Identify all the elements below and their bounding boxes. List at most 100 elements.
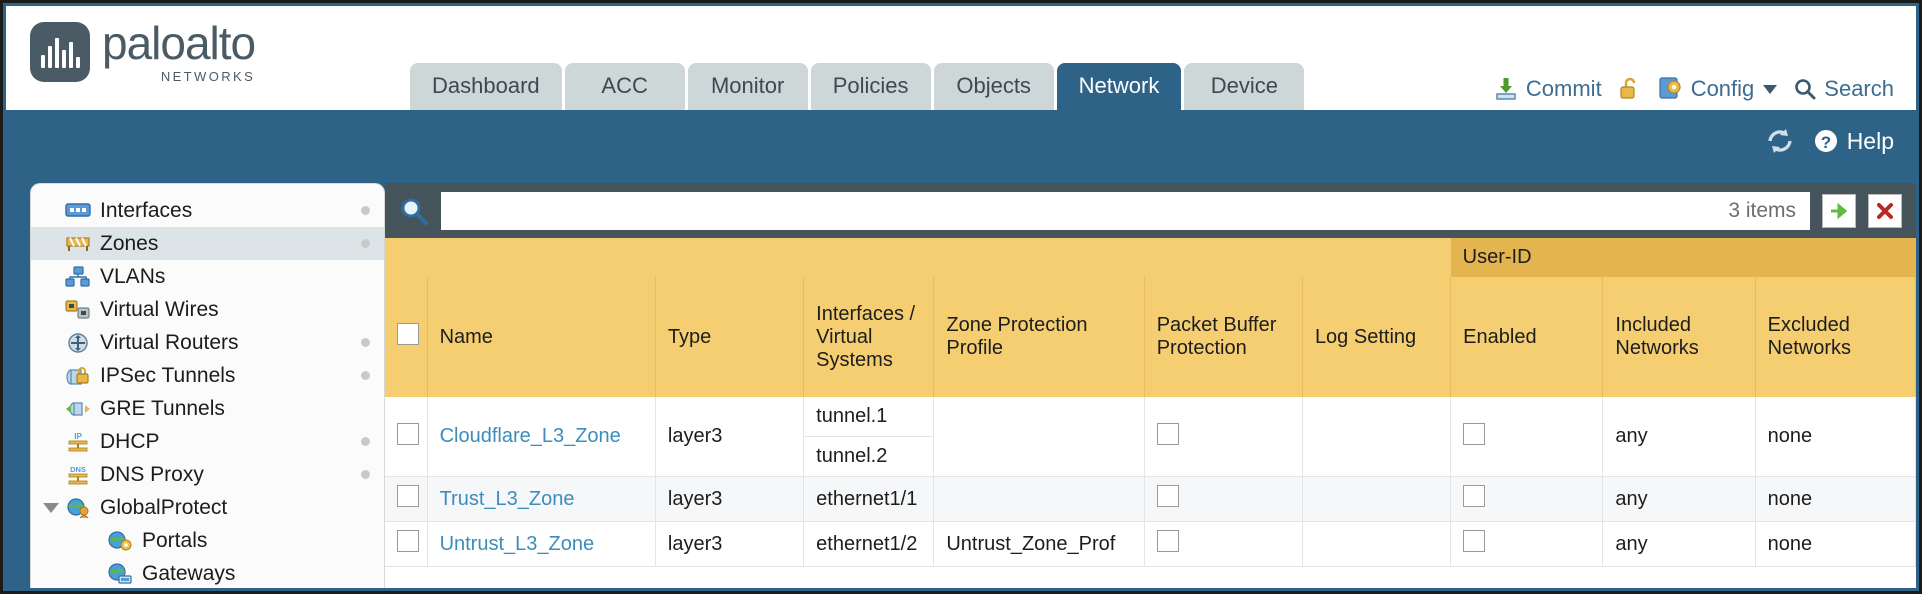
column-name[interactable]: Name	[427, 277, 656, 397]
packet-buffer-checkbox[interactable]	[1156, 422, 1179, 445]
enabled-checkbox[interactable]	[1463, 422, 1486, 445]
sidebar-item-portals[interactable]: Portals	[31, 524, 384, 557]
row-interfaces-cell: ethernet1/2	[803, 521, 935, 567]
status-dot	[361, 239, 370, 248]
portals-icon	[107, 530, 133, 552]
apply-filter-button[interactable]	[1822, 193, 1856, 228]
content-panel: 3 items U	[385, 183, 1917, 588]
row-enabled-cell	[1450, 476, 1604, 522]
row-zone-protection-cell: Untrust_Zone_Prof	[933, 521, 1145, 567]
table-header: User-ID Name Type Interfaces / Virtual S…	[385, 238, 1917, 397]
row-included-cell: any	[1602, 476, 1756, 522]
column-type[interactable]: Type	[655, 277, 805, 397]
tab-device[interactable]: Device	[1184, 63, 1305, 110]
status-dot	[361, 470, 370, 479]
row-checkbox[interactable]	[397, 422, 419, 445]
chevron-down-icon	[1763, 84, 1778, 94]
clear-filter-button[interactable]	[1868, 193, 1902, 228]
table-row[interactable]: Trust_L3_Zone layer3 ethernet1/1 any	[385, 476, 1917, 522]
help-button[interactable]: ? Help	[1812, 127, 1894, 155]
select-all-checkbox[interactable]	[397, 323, 419, 345]
column-packet-buffer[interactable]: Packet Buffer Protection	[1144, 277, 1303, 397]
sidebar-item-globalprotect[interactable]: GlobalProtect	[31, 491, 384, 524]
row-type-cell: layer3	[655, 397, 805, 477]
tab-acc[interactable]: ACC	[564, 63, 685, 110]
refresh-icon[interactable]	[1764, 126, 1796, 156]
sidebar-item-label: DNS Proxy	[100, 462, 204, 486]
interface-item: ethernet1/1	[816, 487, 918, 510]
brand-tagline: NETWORKS	[160, 69, 256, 84]
sidebar-item-ipsec-tunnels[interactable]: IPSec Tunnels	[31, 359, 384, 392]
tab-objects[interactable]: Objects	[933, 63, 1054, 110]
row-checkbox[interactable]	[397, 530, 419, 552]
zone-link[interactable]: Untrust_L3_Zone	[439, 532, 595, 555]
sidebar-item-label: Virtual Wires	[100, 297, 219, 321]
tab-dashboard[interactable]: Dashboard	[410, 63, 562, 110]
sidebar-item-label: VLANs	[100, 264, 166, 288]
packet-buffer-checkbox[interactable]	[1156, 530, 1179, 552]
status-dot	[361, 437, 370, 446]
group-header-spacer	[385, 238, 1451, 277]
row-name-cell: Cloudflare_L3_Zone	[427, 397, 656, 477]
sidebar-item-vlans[interactable]: VLANs	[31, 260, 384, 293]
tab-network[interactable]: Network	[1056, 63, 1182, 110]
packet-buffer-checkbox[interactable]	[1156, 485, 1179, 507]
sidebar-item-interfaces[interactable]: Interfaces	[31, 194, 384, 227]
table-body: Cloudflare_L3_Zone layer3 tunnel.1 tunne…	[385, 397, 1917, 567]
sidebar-item-label: Interfaces	[100, 198, 193, 222]
commit-button[interactable]: Commit	[1493, 76, 1602, 102]
interfaces-icon	[65, 200, 91, 222]
column-excluded-networks[interactable]: Excluded Networks	[1755, 277, 1917, 397]
row-checkbox[interactable]	[397, 485, 419, 507]
table-row[interactable]: Cloudflare_L3_Zone layer3 tunnel.1 tunne…	[385, 397, 1917, 477]
sidebar-item-virtual-wires[interactable]: Virtual Wires	[31, 293, 384, 326]
search-icon[interactable]	[399, 196, 429, 226]
svg-text:?: ?	[1820, 133, 1830, 152]
lock-button[interactable]	[1618, 76, 1642, 102]
unlock-icon	[1620, 77, 1635, 99]
zone-link[interactable]: Trust_L3_Zone	[439, 487, 575, 510]
commit-label: Commit	[1525, 76, 1602, 101]
sidebar-item-label: Gateways	[142, 561, 236, 585]
row-log-setting-cell	[1302, 521, 1452, 567]
sidebar-item-label: GRE Tunnels	[100, 396, 225, 420]
column-log-setting[interactable]: Log Setting	[1302, 277, 1452, 397]
column-zone-protection[interactable]: Zone Protection Profile	[933, 277, 1145, 397]
gre-tunnels-icon	[65, 398, 91, 420]
sidebar-item-gateways[interactable]: Gateways	[31, 557, 384, 588]
row-type-cell: layer3	[655, 521, 805, 567]
tab-policies[interactable]: Policies	[810, 63, 931, 110]
vlans-icon	[65, 265, 91, 288]
status-dot	[361, 338, 370, 347]
row-enabled-cell	[1450, 397, 1604, 477]
row-interfaces-cell: tunnel.1 tunnel.2	[803, 397, 935, 477]
column-enabled[interactable]: Enabled	[1450, 277, 1604, 397]
search-input[interactable]: 3 items	[441, 191, 1810, 230]
filter-toolbar: 3 items	[385, 183, 1916, 238]
sidebar-item-virtual-routers[interactable]: Virtual Routers	[31, 326, 384, 359]
table-row[interactable]: Untrust_L3_Zone layer3 ethernet1/2 Untru…	[385, 521, 1917, 567]
tab-monitor[interactable]: Monitor	[687, 63, 808, 110]
group-header-row: User-ID	[385, 238, 1916, 277]
virtual-wires-icon	[65, 299, 91, 321]
expand-triangle-icon[interactable]	[43, 502, 59, 513]
row-packet-buffer-cell	[1144, 397, 1303, 477]
config-menu[interactable]: Config	[1658, 76, 1778, 102]
help-label: Help	[1846, 127, 1894, 154]
sidebar-item-dns-proxy[interactable]: DNS DNS Proxy	[31, 458, 384, 491]
config-icon	[1659, 77, 1681, 99]
column-included-networks[interactable]: Included Networks	[1602, 277, 1756, 397]
row-select-cell	[385, 521, 428, 567]
row-select-cell	[385, 397, 428, 477]
sidebar-item-gre-tunnels[interactable]: GRE Tunnels	[31, 392, 384, 425]
sidebar-item-dhcp[interactable]: IP DHCP	[31, 425, 384, 458]
search-button[interactable]: Search	[1793, 76, 1894, 102]
sidebar-item-label: Virtual Routers	[100, 330, 239, 354]
zone-link[interactable]: Cloudflare_L3_Zone	[439, 425, 621, 447]
sidebar-item-zones[interactable]: Zones	[31, 227, 384, 260]
column-interfaces[interactable]: Interfaces / Virtual Systems	[803, 277, 935, 397]
enabled-checkbox[interactable]	[1463, 485, 1486, 507]
main-tabs: Dashboard ACC Monitor Policies Objects N…	[410, 63, 1305, 110]
enabled-checkbox[interactable]	[1463, 530, 1486, 552]
